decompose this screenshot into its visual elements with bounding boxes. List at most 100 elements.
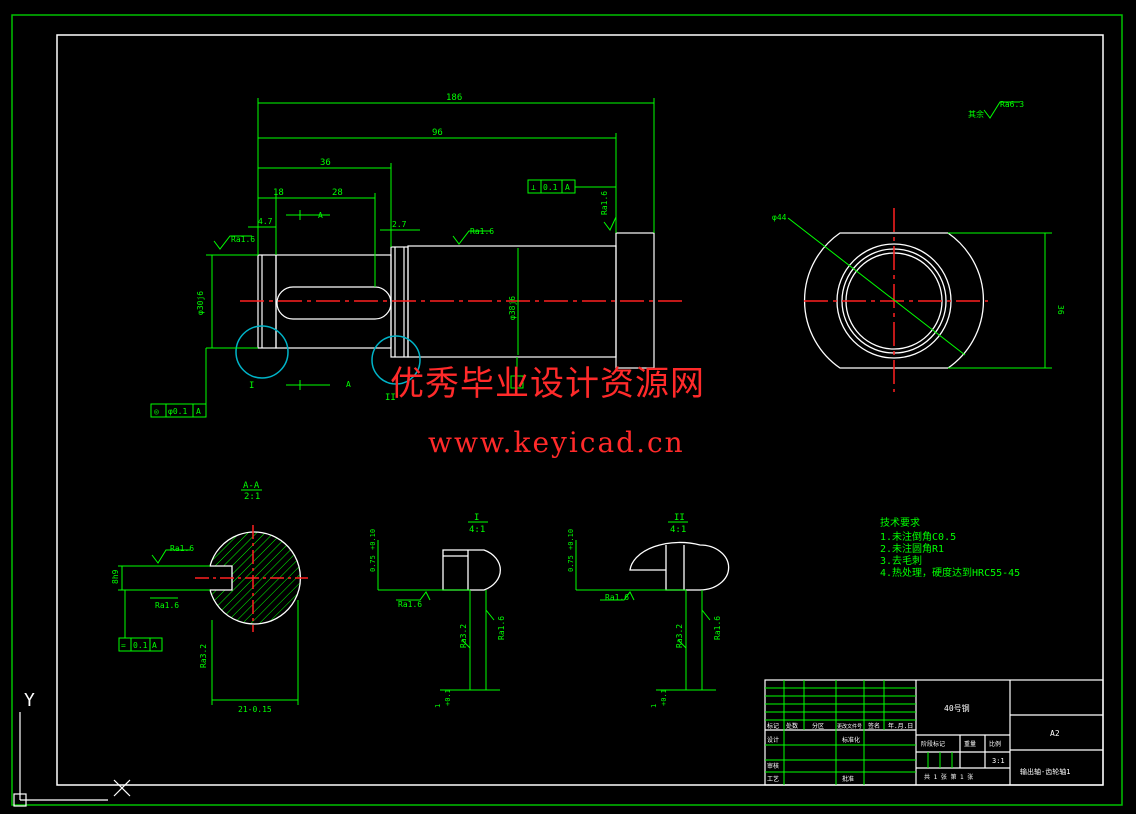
tb-hdr-5: 签名 [868, 722, 880, 730]
dim-18: 18 [273, 188, 284, 198]
end-view-centerlines [804, 208, 988, 392]
section-aa-tol-symbol: = [121, 641, 126, 650]
tb-material: 40号钢 [944, 703, 970, 713]
end-width: 36 [1056, 305, 1065, 315]
dim-28: 28 [332, 188, 343, 198]
section-aa-centerlines [195, 525, 308, 632]
ra-mid: Ra1.6 [470, 227, 494, 236]
ra-left: Ra1.6 [231, 235, 255, 244]
detail-ii-dim: 0.75 [567, 555, 575, 572]
tb-hdr-6: 年.月.日 [888, 722, 913, 730]
detail-i-tol: +0.10 [369, 529, 377, 550]
general-roughness-symbol [983, 101, 1020, 119]
detail-i-dimensions [377, 540, 500, 691]
section-aa-dim-bottom: 21-0.15 [238, 705, 272, 714]
detail-ii-bottom: 1 [650, 704, 658, 708]
end-view-dimensions [787, 217, 1052, 369]
dim-dia-left: φ30j6 [196, 291, 205, 315]
tb-sheets: 共 1 张 第 1 张 [924, 773, 973, 781]
tb-hdr-2: 处数 [786, 722, 798, 730]
tb-stage-1: 阶段标记 [921, 740, 945, 748]
tb-approve-label: 批准 [842, 775, 854, 783]
detail-i-bottom-tol: +0.1 [444, 689, 452, 706]
section-aa-ra-bottom: Ra1.6 [155, 601, 179, 610]
tech-item-1: 1.未注倒角C0.5 [880, 530, 956, 543]
section-aa-tol-datum: A [152, 641, 157, 650]
detail-i-profile [442, 549, 501, 591]
detail-ii-tol: +0.10 [567, 529, 575, 550]
tech-item-4: 4.热处理，硬度达到HRC55-45 [880, 566, 1020, 579]
section-mark-top: A [318, 211, 323, 220]
tol-bottom-value: φ0.1 [168, 407, 187, 416]
detail-ii-ra-left: Ra1.6 [605, 593, 629, 602]
detail-i-dim: 0.75 [369, 555, 377, 572]
detail-i-ra-right: Ra1.6 [497, 616, 506, 640]
tb-hdr-3: 分区 [812, 722, 824, 730]
detail-i-bottom: 1 [434, 704, 442, 708]
tol-bottom-datum: A [196, 407, 201, 416]
general-roughness: Ra6.3 [1000, 100, 1024, 109]
title-block-revision-rows [765, 680, 953, 785]
detail-label-ii: II [385, 393, 396, 403]
end-dia: φ44 [772, 213, 787, 222]
section-aa-tol-value: 0.1 [133, 641, 148, 650]
detail-ii-dimensions [575, 540, 716, 691]
tb-hdr-1: 标记 [767, 722, 779, 730]
dim-2-7: 2.7 [392, 220, 407, 229]
dim-overall: 186 [446, 93, 462, 103]
tol-top-symbol: ⊥ [531, 183, 536, 192]
watermark-title: 优秀毕业设计资源网 [390, 364, 705, 404]
detail-i-title: I [474, 513, 479, 523]
watermark-url: www.keyicad.cn [428, 426, 685, 459]
section-mark-bottom: A [346, 380, 351, 389]
tb-row-design: 设计 [767, 736, 779, 744]
tolerance-frame-top [527, 179, 616, 194]
tol-bottom-symbol: ◎ [154, 407, 159, 416]
tb-stage-3: 比例 [989, 740, 1001, 748]
tb-size: A2 [1050, 729, 1060, 738]
dim-dia-right: φ38j6 [508, 296, 517, 320]
tech-item-2: 2.未注圆角R1 [880, 542, 944, 555]
tb-stage-2: 重量 [964, 740, 976, 748]
tb-scale: 3:1 [992, 757, 1005, 765]
section-aa-dim-left: 8h9 [111, 569, 120, 584]
dim-4-7: 4.7 [258, 217, 273, 226]
section-aa-dimensions [118, 549, 299, 705]
detail-ii-scale: 4:1 [670, 525, 686, 535]
tb-std-label: 标准化 [842, 736, 860, 744]
ra-right: Ra1.6 [600, 191, 609, 215]
tb-row-process: 工艺 [767, 775, 779, 783]
detail-ii-ra-mid: Ra3.2 [675, 624, 684, 648]
ucs-y-label: Y [24, 690, 35, 711]
detail-ii-ra-right: Ra1.6 [713, 616, 722, 640]
detail-i-scale: 4:1 [469, 525, 485, 535]
outer-border [11, 14, 1123, 806]
section-aa-title: A-A [243, 481, 260, 491]
datum-marker [510, 357, 524, 389]
inner-frame [56, 34, 1104, 786]
tech-item-3: 3.去毛刺 [880, 555, 922, 567]
detail-ii-bottom-tol: +0.1 [660, 689, 668, 706]
tol-top-value: 0.1 [543, 183, 558, 192]
tb-hdr-4: 更改文件号 [837, 723, 862, 730]
ucs-icon [13, 712, 131, 807]
detail-i-ra-left: Ra1.6 [398, 600, 422, 609]
tol-top-datum: A [565, 183, 570, 192]
main-dimensions [205, 98, 655, 410]
section-aa-ra-top: Ra1.6 [170, 544, 194, 553]
detail-i-ra-mid: Ra3.2 [459, 624, 468, 648]
tech-heading: 技术要求 [880, 516, 920, 529]
dim-96: 96 [432, 128, 443, 138]
detail-circle-i [235, 325, 289, 379]
section-aa-scale: 2:1 [244, 492, 260, 502]
general-roughness-prefix: 其余 [968, 109, 984, 119]
detail-ii-title: II [674, 513, 685, 523]
roughness-symbols-main [213, 216, 617, 250]
tolerance-frame-bottom [150, 403, 207, 418]
detail-circle-ii [371, 335, 421, 385]
tb-drawing-name: 输出轴-齿轮轴1 [1020, 767, 1070, 776]
detail-ii-profile [629, 541, 730, 591]
dim-36: 36 [320, 158, 331, 168]
title-block-grid [764, 679, 1104, 786]
